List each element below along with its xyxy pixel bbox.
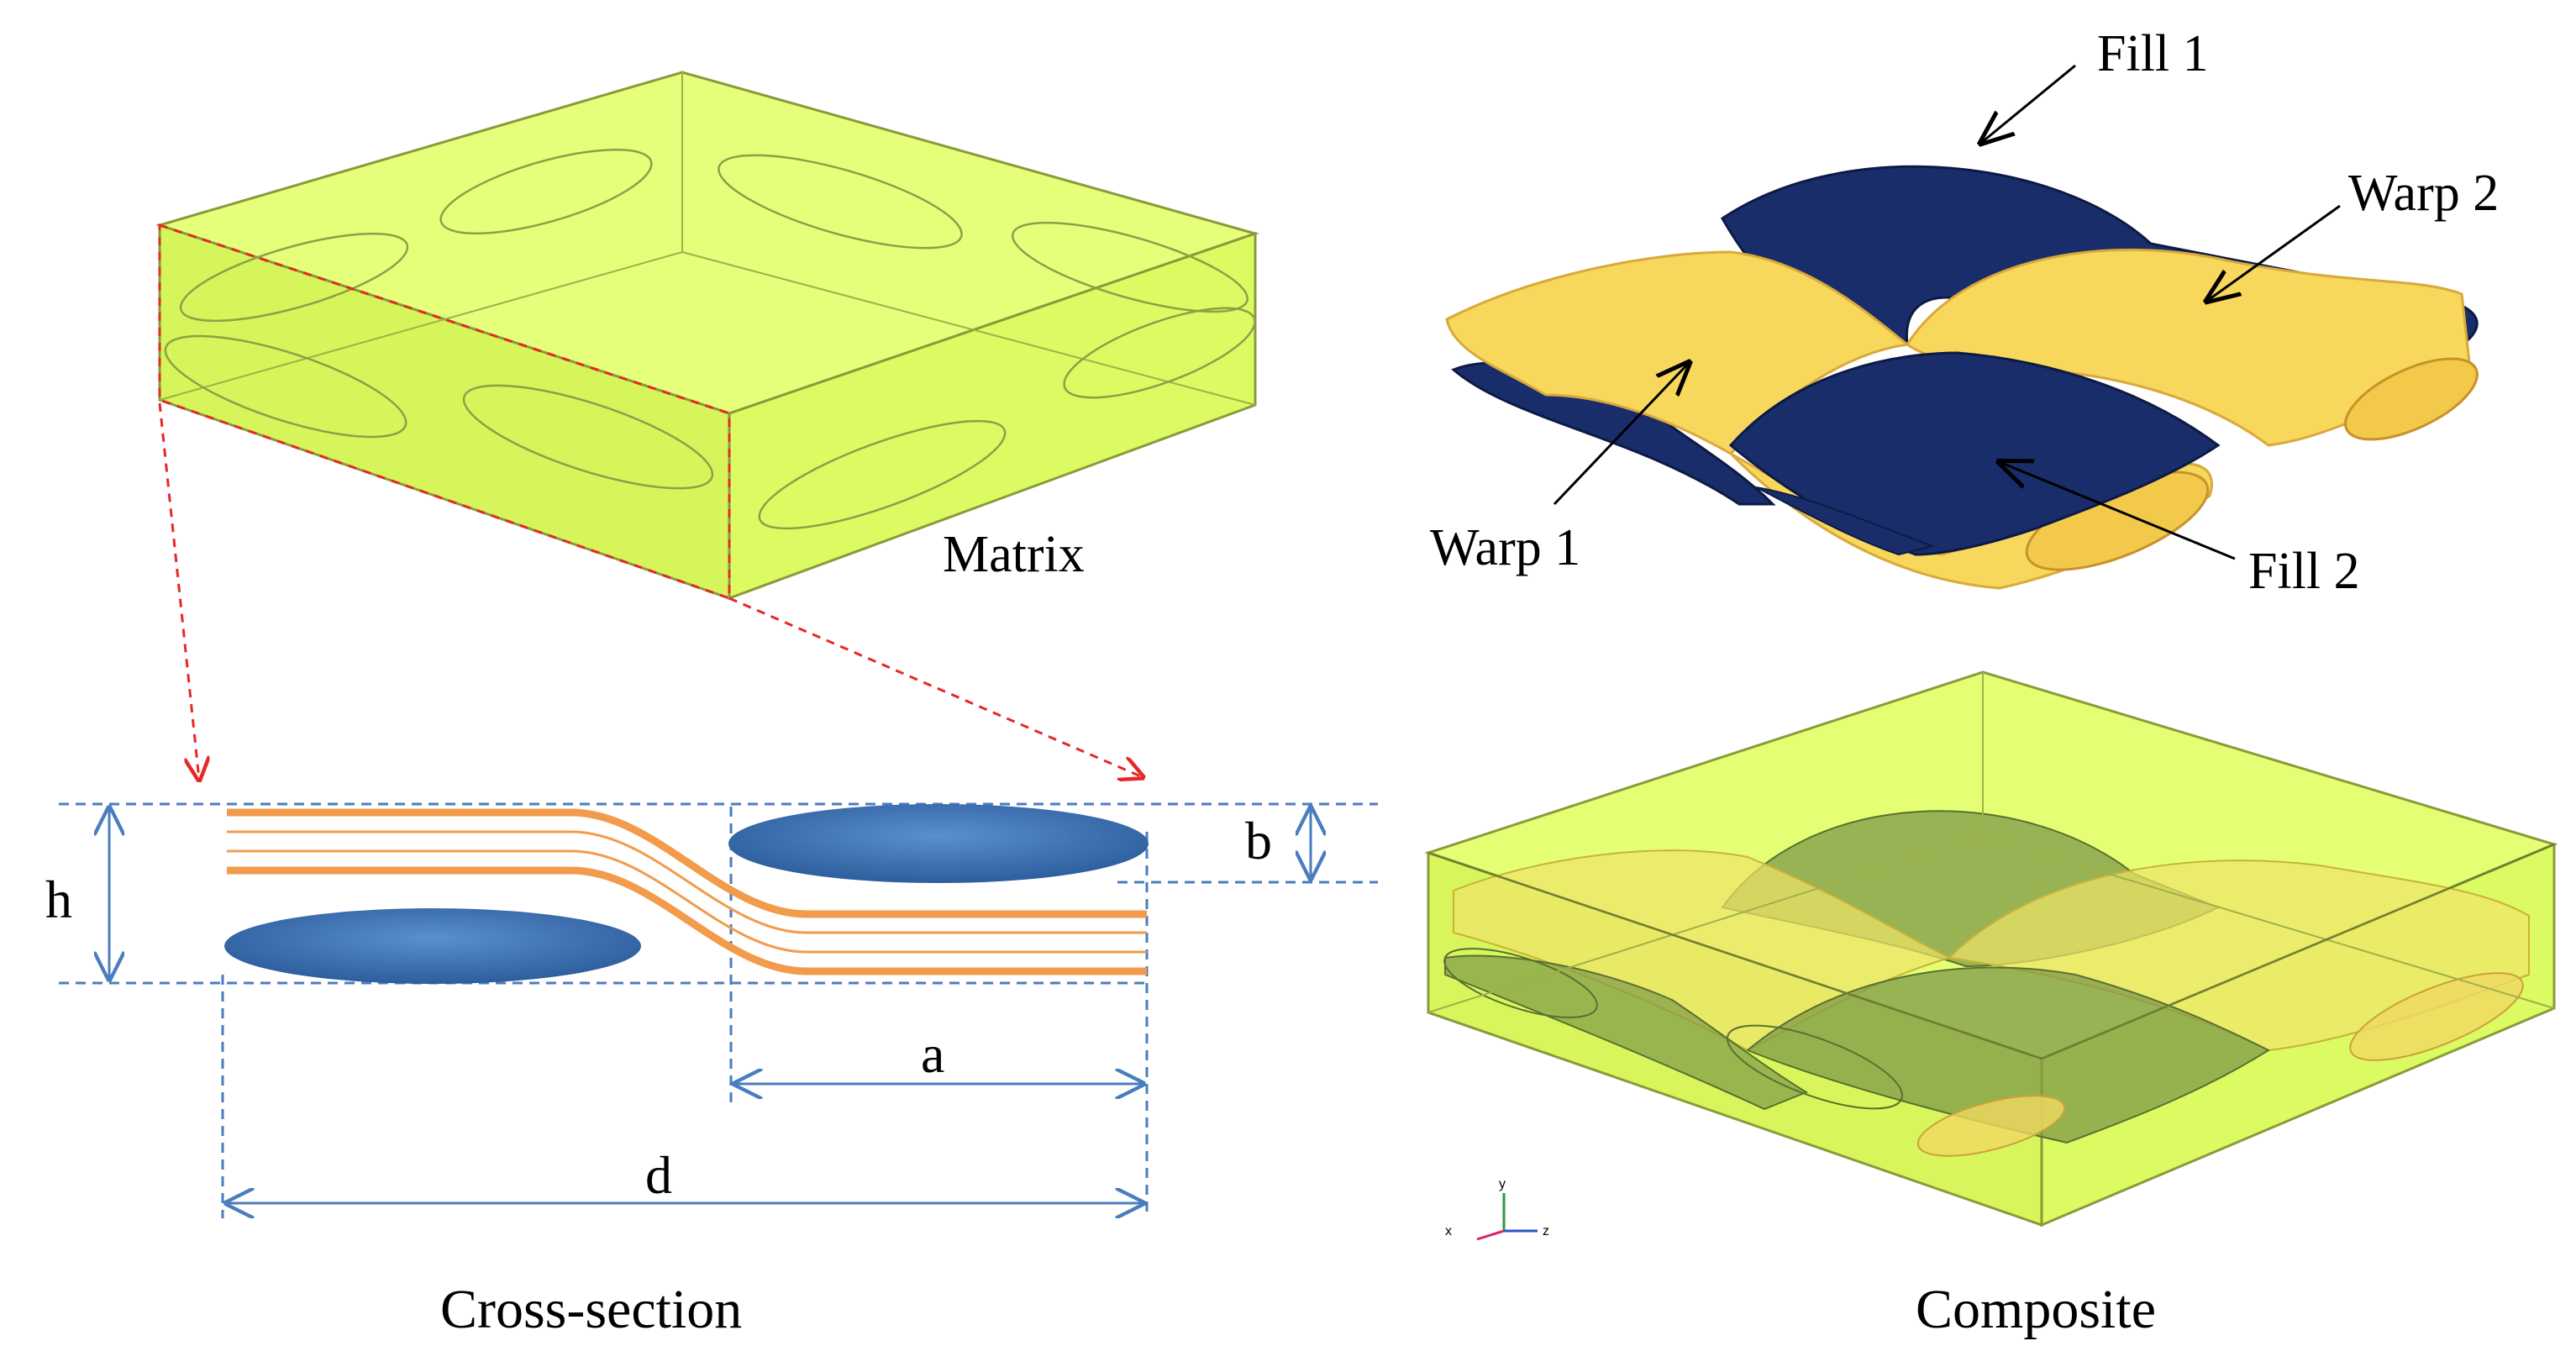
axis-triad: y z x: [1445, 1177, 1549, 1241]
fill-tow-section-lower: [224, 908, 641, 984]
woven-tows: [1445, 165, 2479, 590]
composite-box: [1424, 670, 2558, 1228]
dim-d-label: d: [645, 1145, 672, 1205]
warp-1-label: Warp 1: [1430, 519, 1580, 576]
dim-h-label: h: [45, 870, 72, 929]
warp-yarn-profile: [227, 808, 1147, 975]
composite-embedded-tows: [1443, 810, 2530, 1157]
warp-2-label: Warp 2: [2348, 165, 2499, 222]
guide-arrow-left: [158, 402, 199, 780]
axis-z-label: z: [1543, 1224, 1549, 1238]
dim-a-label: a: [921, 1024, 944, 1084]
fill-tow-section-upper: [728, 804, 1149, 883]
fill-1-label: Fill 1: [2097, 25, 2209, 82]
dim-b-label: b: [1245, 811, 1272, 870]
axis-y-label: y: [1499, 1177, 1506, 1191]
cross-section-caption: Cross-section: [440, 1279, 742, 1340]
section-plane-outline: [158, 223, 731, 601]
matrix-box: [155, 71, 1260, 601]
fill-2-label: Fill 2: [2248, 543, 2360, 600]
axis-x-label: x: [1445, 1224, 1452, 1238]
warp-1-pointer: [1553, 363, 1689, 506]
cross-section: h b a d: [45, 802, 1378, 1218]
fill-2-tow-end: [1755, 486, 1936, 556]
warp-2-pointer: [2207, 204, 2341, 301]
warp-1-tow: [1445, 250, 1911, 455]
guide-arrow-right: [728, 597, 1143, 777]
composite-caption: Composite: [1916, 1279, 2156, 1340]
fill-1-pointer: [1981, 64, 2076, 143]
matrix-label: Matrix: [943, 526, 1085, 583]
matrix-tow-outlines: [164, 148, 1256, 530]
fill-2-pointer: [2000, 462, 2236, 560]
